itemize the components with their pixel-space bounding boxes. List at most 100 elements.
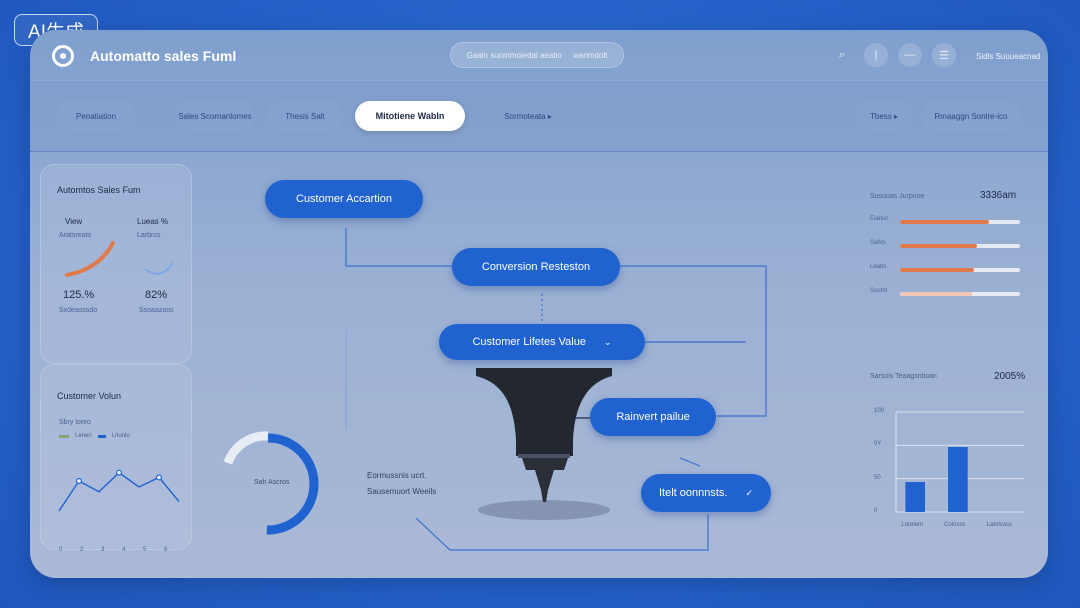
x-tick-label: 4 <box>122 547 126 553</box>
donut-value-arc <box>266 433 319 535</box>
flow-note-1: Eormussnis ucrt. <box>367 471 427 480</box>
search-bar[interactable]: Gaain sunmmoiedai aeatio warimdolt <box>450 42 624 68</box>
bar <box>905 482 926 512</box>
y-tick-label: 0Y <box>874 441 882 448</box>
bar-fill <box>900 292 972 296</box>
check-icon: ✓ <box>745 487 754 498</box>
legend-label-2: Lrlunlu <box>111 433 130 439</box>
nav-band: Peoatiation Sales Scornanlomes Thesis Sa… <box>30 80 1048 152</box>
donut-label: Sah Ascros <box>254 479 290 486</box>
bar-label: Eianuc <box>870 216 889 222</box>
y-tick-label: 100 <box>874 408 885 414</box>
user-label[interactable]: Sidls Suuueacnad <box>976 52 1041 61</box>
node-next[interactable]: Itelt oonnnsts. ✓ <box>641 474 771 512</box>
customer-value-panel: Customer Volun Sbry loreo Lenen Lrlunlu … <box>40 364 192 553</box>
search-placeholder: Gaain sunmmoiedai aeatio <box>466 50 562 60</box>
chart-title: Sarsois Teaagsntioan <box>870 373 937 380</box>
connector-ret-next <box>679 457 701 467</box>
x-tick-label: Coinsss <box>944 522 966 528</box>
tab-thesis[interactable]: Thesis Salt <box>267 101 343 131</box>
x-tick-label: Lorelem <box>901 522 924 528</box>
customer-value-subtitle: Sbry loreo <box>59 419 91 426</box>
chevron-down-icon: ⌄ <box>603 336 612 347</box>
bar-track <box>900 268 1020 272</box>
legend-swatch-2 <box>97 434 106 438</box>
node-customer-acquisition[interactable]: Customer Accartion <box>265 180 423 218</box>
funnel-shadow <box>478 500 610 520</box>
bar-fill <box>900 220 989 224</box>
metric-leads-caption: Ssoaazoos <box>139 307 174 314</box>
bar <box>948 447 968 512</box>
minus-icon[interactable]: — <box>898 43 922 67</box>
donut-track-arc <box>223 431 269 465</box>
y-tick-label: 0 <box>874 508 878 514</box>
bar-fill <box>900 268 975 272</box>
node-retention[interactable]: Rainvert pailue <box>590 398 716 436</box>
node-conversion[interactable]: Conversion Resteston <box>452 248 620 286</box>
funnel-tip <box>535 470 554 502</box>
x-tick-label: 3 <box>101 547 105 553</box>
tab-peoatiation[interactable]: Peoatiation <box>56 101 136 131</box>
metric-view-value: 125.% <box>63 289 95 301</box>
metric-arcs <box>65 241 174 277</box>
connector-acq-conv <box>345 228 452 267</box>
app-logo-icon <box>52 45 74 67</box>
top-bar: Automatto sales Fuml Gaain sunmmoiedai a… <box>30 30 1048 80</box>
left-panel-title: Automtos Sales Fum <box>57 185 141 195</box>
legend-swatch-1 <box>59 434 69 438</box>
customer-value-point <box>115 469 122 476</box>
metric-leads-sub: Larbrcs <box>137 232 161 239</box>
bar-label: Sabrs <box>870 240 886 246</box>
metric-view-sub: Aratsreato <box>59 232 92 239</box>
tab-sales[interactable]: Sales Scornanlomes <box>175 101 255 131</box>
bar-track <box>900 244 1020 248</box>
x-tick-label: 5 <box>143 547 147 553</box>
tab-active[interactable]: Mitotiene Wabln <box>355 101 465 131</box>
connector-bottom <box>415 514 709 551</box>
app-window: Automatto sales Fuml Gaain sunmmoiedai a… <box>30 30 1048 578</box>
bar-chart-svg <box>895 411 1024 513</box>
bar-label: Leabs <box>870 264 887 270</box>
left-metrics-panel: Automtos Sales Fum View Aratsreato Lueas… <box>40 164 192 364</box>
x-tick-label: Latolvass <box>986 522 1013 528</box>
right-panel-total: 3336am <box>980 190 1017 201</box>
search-icon[interactable]: ⌕ <box>838 48 846 61</box>
chart-value-label: 2005% <box>994 371 1026 382</box>
legend-label-1: Lenen <box>75 433 92 439</box>
node-next-label: Itelt oonnnsts. <box>658 487 728 499</box>
metric-leads-value: 82% <box>145 289 168 301</box>
connector-conv-ret <box>620 265 767 417</box>
node-ltv-label: Customer Lifetes Value <box>472 336 586 348</box>
x-tick-label: 0 <box>59 547 63 553</box>
bar-fill <box>900 244 977 248</box>
x-tick-label: 2 <box>80 547 84 553</box>
funnel-ring <box>518 454 570 458</box>
app-title: Automatto sales Fuml <box>90 48 237 64</box>
customer-value-line-chart <box>58 469 180 512</box>
node-customer-ltv[interactable]: Customer Lifetes Value ⌄ <box>439 324 645 360</box>
node-conversion-label: Conversion Resteston <box>481 261 591 273</box>
metric-view-caption: Sxdeasssdo <box>59 307 98 314</box>
flow-graphics <box>223 228 767 551</box>
menu-icon[interactable]: ☰ <box>932 43 956 67</box>
search-scope: warimdolt <box>573 50 608 60</box>
metric-view-label: View <box>65 217 83 226</box>
flow-note-2: Sausemuort Weeils <box>367 487 437 496</box>
node-acquisition-label: Customer Accartion <box>296 193 392 205</box>
funnel-body <box>476 368 612 456</box>
right-panel-title: Susuuas Jurpnoe <box>870 193 925 200</box>
tab-more[interactable]: Sormoteata ▸ <box>504 111 552 121</box>
bar-label: Soumt <box>870 288 888 294</box>
customer-value-point <box>155 474 162 481</box>
metric-leads-arc <box>144 262 174 275</box>
metric-view-arc <box>65 241 115 277</box>
x-tick-label: 6 <box>164 547 168 553</box>
notification-icon[interactable]: | <box>864 43 888 67</box>
action-rmaaggn[interactable]: Rmaaggn Sonlre-ico <box>921 101 1021 131</box>
funnel-neck <box>522 458 568 470</box>
top-icons: ⌕ | — ☰ <box>830 43 956 67</box>
metric-leads-label: Lueas % <box>137 217 169 226</box>
customer-value-point <box>75 477 82 484</box>
action-tbess[interactable]: Tbess ▸ <box>854 101 914 131</box>
bar-track <box>900 292 1020 296</box>
